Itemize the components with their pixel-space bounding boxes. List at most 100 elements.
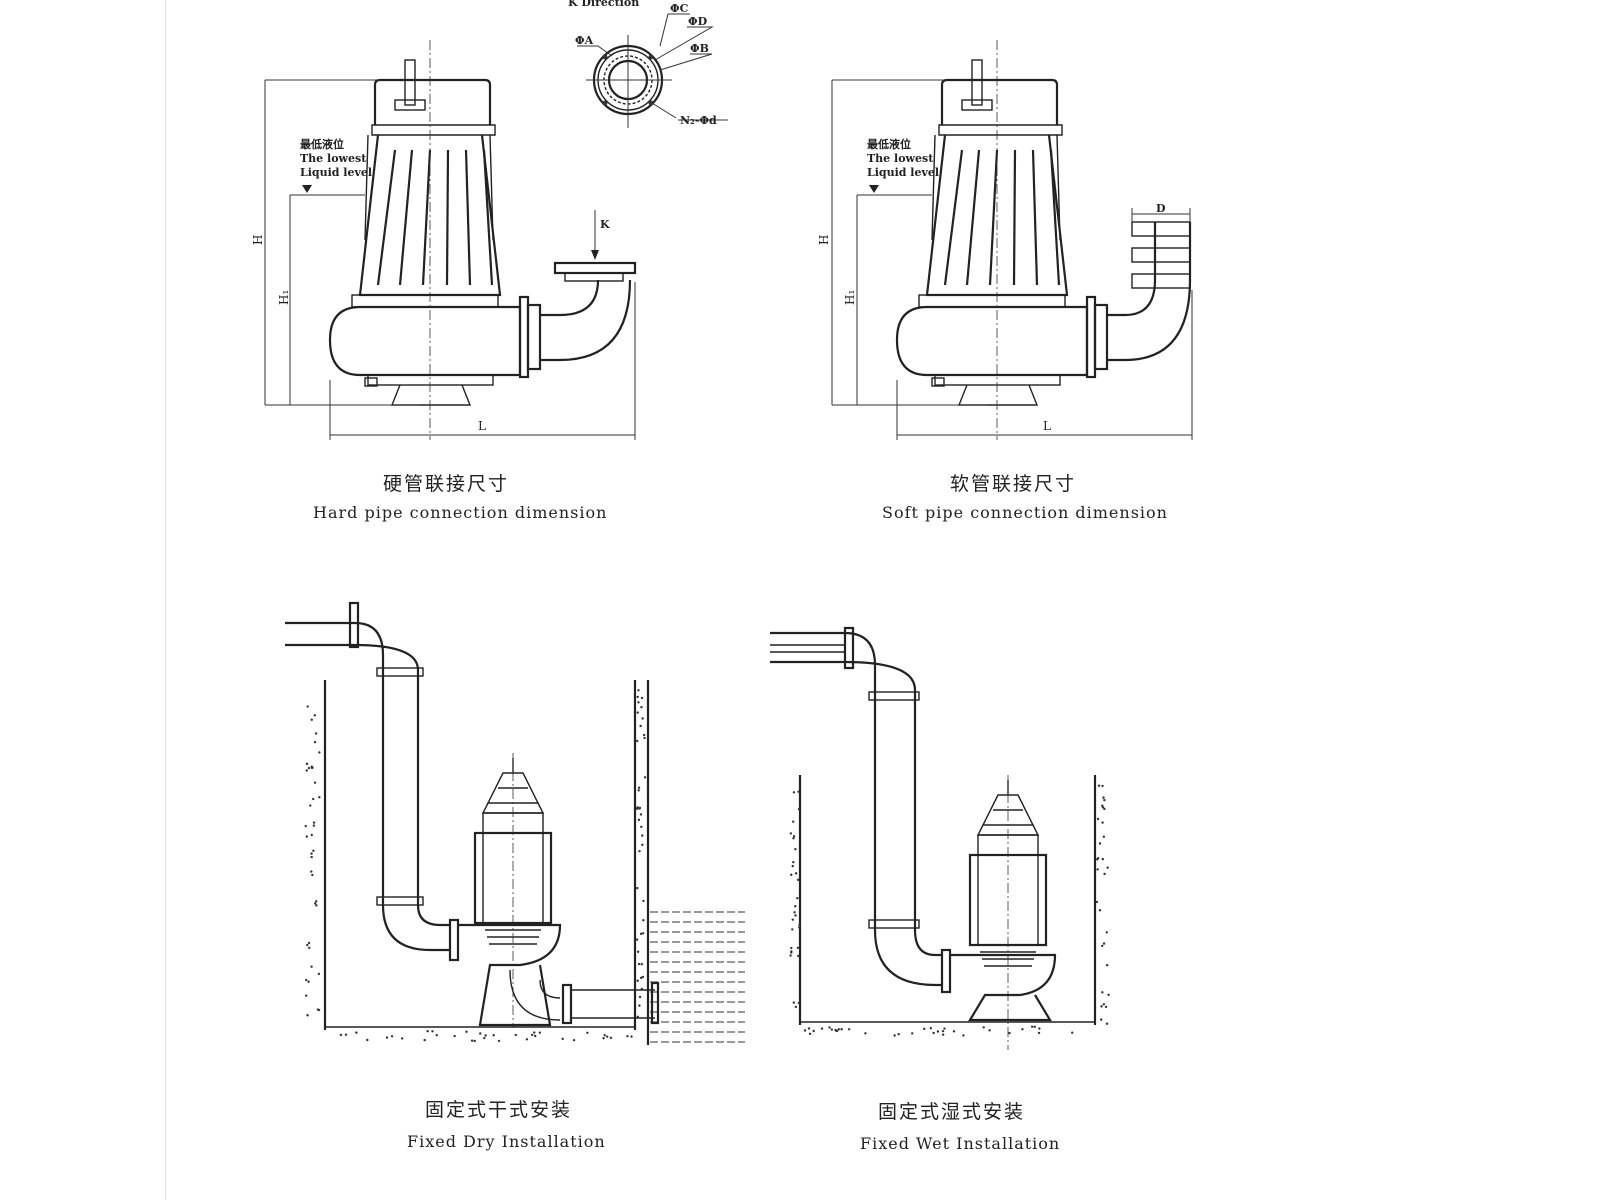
soil-dot	[1033, 1025, 1036, 1029]
soil-dot	[1101, 991, 1104, 994]
soil-dot	[315, 904, 318, 907]
soil-dot	[641, 717, 644, 720]
soil-dot	[794, 914, 797, 917]
soil-dot	[602, 1037, 605, 1040]
soil-dot	[794, 847, 797, 851]
hard-pipe-diagram: K H H₁ L 最低液位 The lowest Liquid level 硬管…	[251, 38, 637, 522]
soft-pipe-caption-en: Soft pipe connection dimension	[882, 503, 1168, 522]
soil-dot	[897, 1032, 900, 1036]
soil-dot	[808, 1032, 812, 1036]
soil-dot	[312, 849, 315, 852]
soil-dot	[636, 1015, 640, 1019]
k-arrow-label: K	[600, 218, 610, 231]
soil-dot	[1101, 821, 1104, 824]
soil-dot	[316, 1008, 320, 1011]
dim-h1-label: H₁	[843, 290, 857, 305]
soil-dot	[962, 1034, 965, 1037]
soil-dot	[308, 946, 311, 950]
soil-dot	[923, 1027, 926, 1031]
soil-dot	[641, 932, 645, 935]
lowest-level-en-2: Liquid level	[300, 166, 372, 179]
soil-dot	[309, 804, 312, 807]
wet-caption-en: Fixed Wet Installation	[860, 1134, 1060, 1153]
soil-dot	[837, 1028, 841, 1031]
soil-dot	[431, 1030, 434, 1033]
soil-dot	[796, 878, 800, 881]
soil-dot	[636, 950, 640, 953]
soil-dot	[1095, 900, 1099, 904]
page-left-border	[165, 0, 166, 1200]
lowest-level-en-1: The lowest	[867, 152, 934, 165]
soil-dot	[635, 938, 639, 941]
soil-dot	[639, 724, 642, 728]
soil-dot	[929, 1027, 933, 1030]
soil-dot	[310, 852, 313, 855]
soil-dot	[643, 776, 647, 779]
soil-dot	[312, 821, 316, 824]
soil-dot	[910, 1032, 914, 1035]
soil-dot	[792, 1001, 796, 1004]
soil-dot	[640, 962, 644, 966]
soil-dot	[791, 864, 794, 868]
soil-dot	[641, 843, 644, 846]
soil-dot	[794, 1005, 798, 1009]
soil-dot	[641, 975, 645, 979]
soil-dot	[306, 1014, 309, 1017]
soil-dot	[531, 1033, 534, 1037]
soil-dot	[1030, 1025, 1034, 1028]
soil-dot	[807, 1027, 811, 1030]
soil-dot	[636, 739, 639, 743]
k-direction-label: K Direction	[568, 0, 639, 9]
soil-dot	[626, 1034, 629, 1038]
soil-dot	[453, 1034, 456, 1038]
soil-dot	[812, 1029, 815, 1033]
soil-dot	[794, 872, 798, 875]
soil-dot	[533, 1031, 536, 1034]
soil-dot	[638, 1004, 641, 1007]
soil-dot	[803, 1029, 807, 1032]
soil-dot	[637, 689, 640, 692]
soil-dot	[640, 696, 644, 700]
soil-dot	[1106, 866, 1109, 869]
soil-dot	[639, 976, 643, 980]
soil-dot	[1105, 964, 1109, 967]
soil-dot	[1037, 1031, 1041, 1035]
soil-dot	[609, 1036, 613, 1039]
soil-dot	[306, 705, 309, 708]
soil-dot	[318, 751, 321, 754]
phi-a-label: ΦA	[575, 34, 594, 47]
soil-dot	[828, 1026, 831, 1029]
soil-dot	[1101, 806, 1105, 809]
soil-dot	[307, 766, 311, 770]
dry-caption-cn: 固定式干式安装	[425, 1099, 572, 1121]
soil-dot	[952, 1030, 956, 1033]
soil-dot	[1102, 835, 1106, 838]
soil-dot	[638, 807, 641, 810]
soil-dot	[792, 860, 795, 864]
soil-dot	[1107, 993, 1110, 997]
soil-dot	[484, 1034, 487, 1037]
soil-dot	[864, 1032, 867, 1035]
soil-dot	[791, 928, 794, 931]
soil-dot	[306, 943, 309, 947]
soil-dot	[572, 1038, 576, 1042]
soil-dot	[1103, 798, 1106, 802]
soil-dot	[638, 849, 641, 853]
soil-dot	[1038, 1027, 1041, 1030]
phi-d-label: ΦD	[688, 15, 708, 28]
soil-dot	[637, 818, 641, 822]
soil-dot	[1008, 1031, 1011, 1035]
soil-dot	[637, 786, 641, 789]
soil-dot	[492, 1034, 495, 1037]
soil-dot	[1100, 944, 1104, 948]
soil-dot	[642, 919, 645, 922]
soil-dot	[1097, 784, 1101, 787]
soil-dot	[640, 825, 643, 829]
dim-h1-label: H₁	[277, 290, 291, 305]
soil-dot	[1104, 1005, 1108, 1009]
fixed-dry-installation-diagram: 固定式干式安装 Fixed Dry Installation	[285, 601, 745, 1151]
soil-dot	[636, 806, 639, 809]
soil-dot	[792, 835, 796, 838]
soil-dot	[1021, 1027, 1024, 1031]
hard-pipe-caption-cn: 硬管联接尺寸	[383, 473, 509, 495]
